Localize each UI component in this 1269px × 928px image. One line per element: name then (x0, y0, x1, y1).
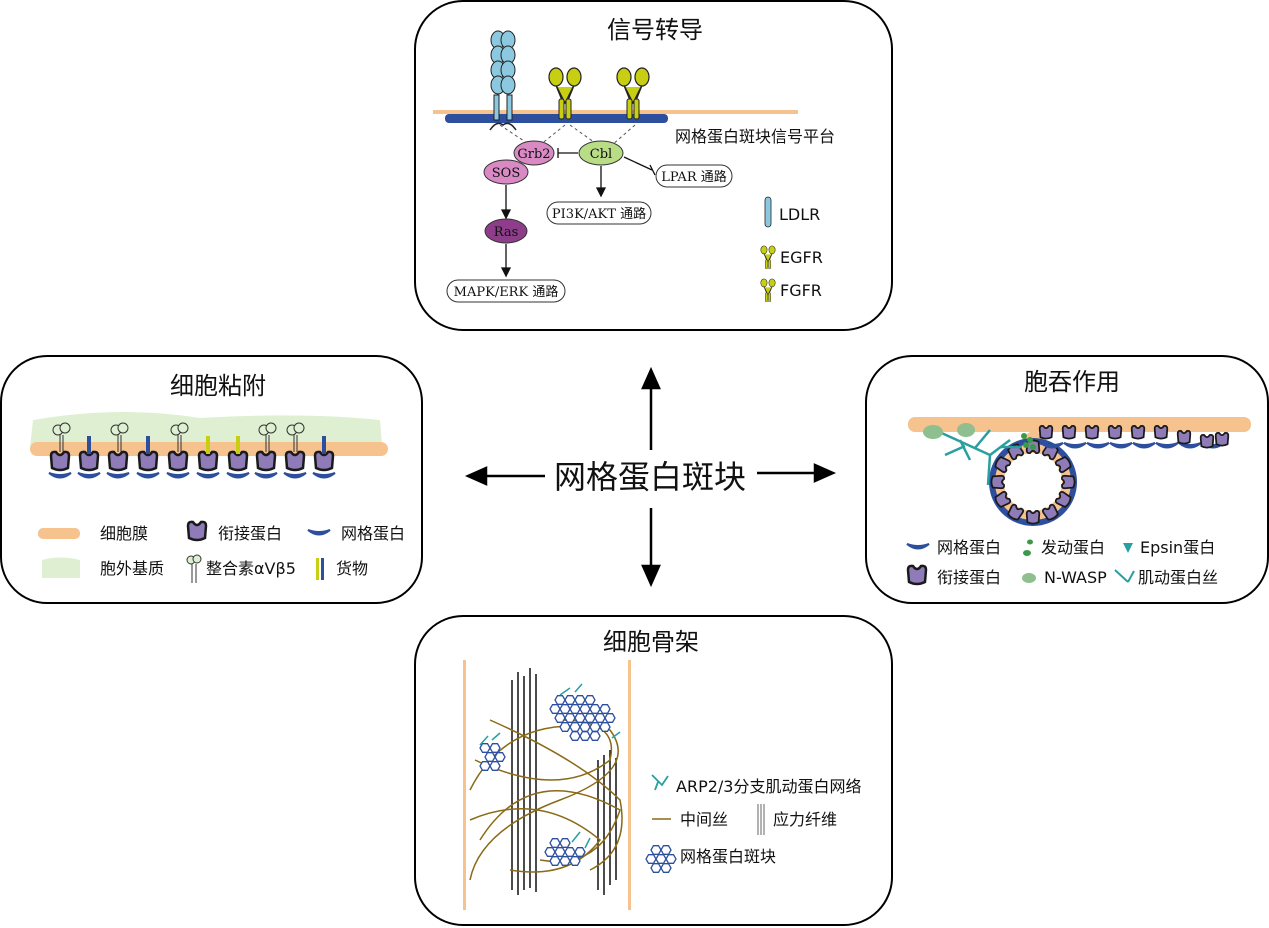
cbl-node (578, 140, 624, 166)
legend-ecm: 胞外基质 (100, 559, 164, 578)
stress-fibers (511, 668, 617, 895)
cbl-label: Cbl (590, 147, 612, 162)
legend-ldlr: LDLR (779, 205, 820, 224)
legend-fgfr: FGFR (780, 281, 822, 300)
lpar-pathway: LPAR 通路 (661, 169, 727, 185)
signaling-membrane (445, 114, 668, 123)
legend-cargo: 货物 (336, 559, 368, 578)
legend-plaque: 网格蛋白斑块 (680, 847, 776, 866)
legend-nwasp: N-WASP (1044, 568, 1107, 587)
legend-actin: 肌动蛋白丝 (1138, 568, 1218, 587)
adhesion-panel: 细胞粘附 细胞膜 衔接蛋白 网格蛋白 胞外基质 (0, 355, 423, 604)
ldlr-receptor (489, 30, 517, 131)
cargo (87, 436, 326, 454)
legend-arp: ARP2/3分支肌动蛋白网络 (676, 777, 861, 796)
arp-networks (479, 683, 621, 849)
legend-integrin: 整合素αVβ5 (206, 559, 296, 578)
legend-egfr: EGFR (780, 248, 823, 267)
cytoskeleton-panel: 细胞骨架 ARP2/3 (414, 615, 893, 926)
adhesion-title: 细胞粘附 (170, 372, 266, 400)
actin-filaments (934, 428, 1022, 486)
cytoskeleton-title: 细胞骨架 (603, 628, 699, 656)
legend-intermediate: 中间丝 (680, 810, 728, 829)
integrins (52, 422, 305, 452)
signal-panel: 信号转导 网格蛋白斑块信号平台 Grb2 (414, 0, 893, 331)
center-label: 网格蛋白斑块 (554, 458, 746, 496)
mapk-pathway: MAPK/ERK 通路 (454, 284, 559, 300)
signal-title: 信号转导 (607, 16, 703, 44)
grb2-label: Grb2 (517, 147, 550, 162)
legend-endo-adaptor: 衔接蛋白 (937, 568, 1001, 587)
legend-endo-clathrin: 网格蛋白 (937, 538, 1001, 557)
ras-label: Ras (494, 225, 519, 240)
legend-membrane: 细胞膜 (100, 524, 148, 543)
ldlr-legend-icon (764, 196, 772, 228)
legend-adaptor: 衔接蛋白 (218, 524, 282, 543)
endocytosis-panel: 胞吞作用 网格蛋白 发动 (865, 355, 1269, 604)
grb2-node (513, 140, 555, 166)
legend-epsin: Epsin蛋白 (1140, 538, 1215, 557)
legend-clathrin: 网格蛋白 (341, 524, 405, 543)
sos-label: SOS (492, 166, 520, 181)
intermediate-filaments (469, 719, 623, 881)
sos-node (483, 159, 529, 185)
arrows (464, 366, 837, 588)
endocytosis-title: 胞吞作用 (1024, 368, 1120, 396)
legend-stress: 应力纤维 (773, 810, 837, 829)
pi3k-pathway: PI3K/AKT 通路 (552, 206, 646, 222)
platform-label: 网格蛋白斑块信号平台 (675, 127, 835, 146)
legend-dynamin: 发动蛋白 (1041, 538, 1105, 557)
